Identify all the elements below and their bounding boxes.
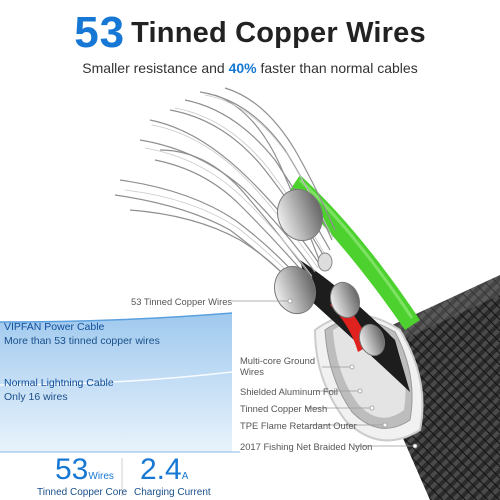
- callout-braided-nylon: 2017 Fishing Net Braided Nylon: [240, 441, 373, 452]
- callout-shielded-aluminum-foil: Shielded Aluminum Foil: [240, 386, 338, 397]
- normal-cable-desc: Only 16 wires: [4, 391, 68, 403]
- stat-wires: 53Wires: [55, 453, 114, 487]
- callout-multicore-ground: Multi-core Ground: [240, 355, 316, 366]
- strand-bundle-tip: [317, 252, 333, 272]
- strand-bundle-tip: [329, 281, 361, 319]
- stat-wires-caption: Tinned Copper Core: [37, 487, 128, 498]
- strand-bundle-tip: [273, 265, 317, 315]
- headline-title: Tinned Copper Wires: [131, 16, 426, 49]
- stat-current: 2.4A: [140, 453, 188, 487]
- callout-tinned-copper-wires: 53 Tinned Copper Wires: [131, 296, 233, 307]
- subtitle-prefix: Smaller resistance and: [82, 60, 229, 76]
- callout-tpe-outer: TPE Flame Retardant Outer: [240, 420, 357, 431]
- vipfan-cable-title: VIPFAN Power Cable: [4, 321, 105, 333]
- subtitle-percent: 40%: [228, 60, 257, 76]
- stat-current-value: 2.4: [140, 453, 182, 486]
- vipfan-cable-desc: More than 53 tinned copper wires: [4, 335, 160, 347]
- callout-multicore-ground-wires: Wires: [240, 366, 264, 377]
- headline-count: 53: [74, 8, 126, 57]
- subtitle-suffix: faster than normal cables: [256, 60, 418, 76]
- callout-leader-lines: [232, 300, 415, 447]
- stat-current-unit: A: [181, 471, 189, 482]
- comparison-chart: [0, 312, 240, 496]
- stat-wires-value: 53: [55, 453, 89, 486]
- stat-wires-unit: Wires: [88, 471, 114, 482]
- normal-cable-title: Normal Lightning Cable: [4, 377, 114, 389]
- subtitle: Smaller resistance and 40% faster than n…: [0, 60, 500, 76]
- strand-bundle-tip: [276, 188, 324, 242]
- callout-tinned-copper-mesh: Tinned Copper Mesh: [240, 403, 328, 414]
- strand-bundle-tip: [358, 323, 386, 357]
- stat-current-caption: Charging Current: [134, 487, 211, 498]
